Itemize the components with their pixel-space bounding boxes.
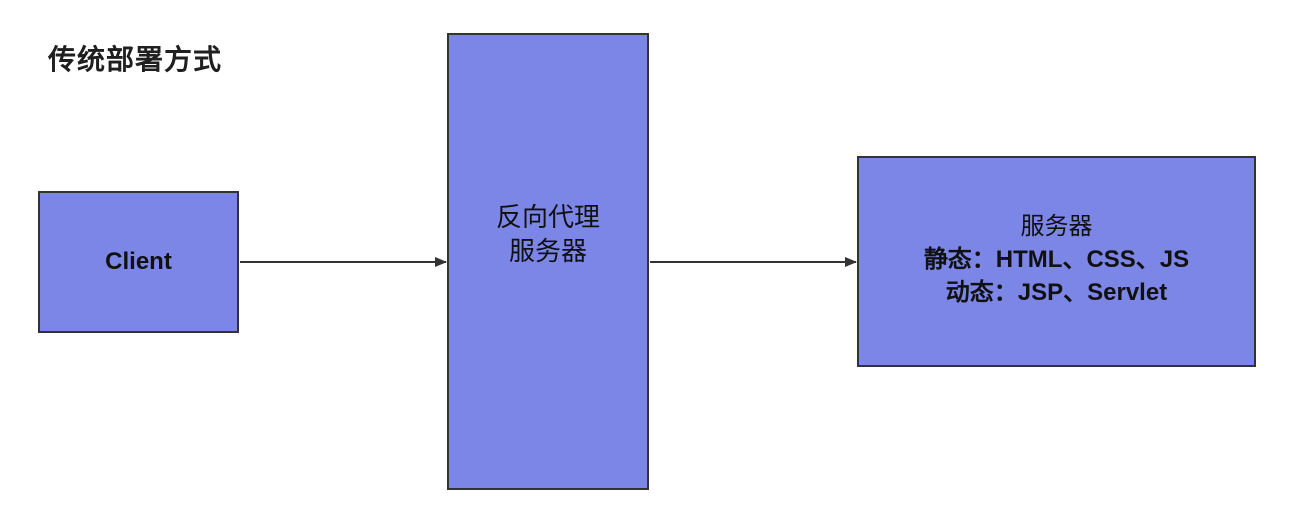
proxy-label-line-1: 反向代理 — [495, 201, 600, 232]
reverse-proxy-node: 反向代理 服务器 — [447, 33, 649, 490]
client-label: Client — [105, 248, 172, 275]
proxy-label-line-2: 服务器 — [508, 235, 587, 266]
server-node: 服务器 静态：HTML、CSS、JS 动态：JSP、Servlet — [857, 156, 1256, 367]
server-label-title: 服务器 — [1020, 212, 1093, 240]
diagram-title: 传统部署方式 — [48, 44, 223, 75]
client-node: Client — [38, 191, 239, 333]
server-label-dynamic: 动态：JSP、Servlet — [945, 279, 1168, 307]
server-label-static: 静态：HTML、CSS、JS — [923, 245, 1190, 273]
